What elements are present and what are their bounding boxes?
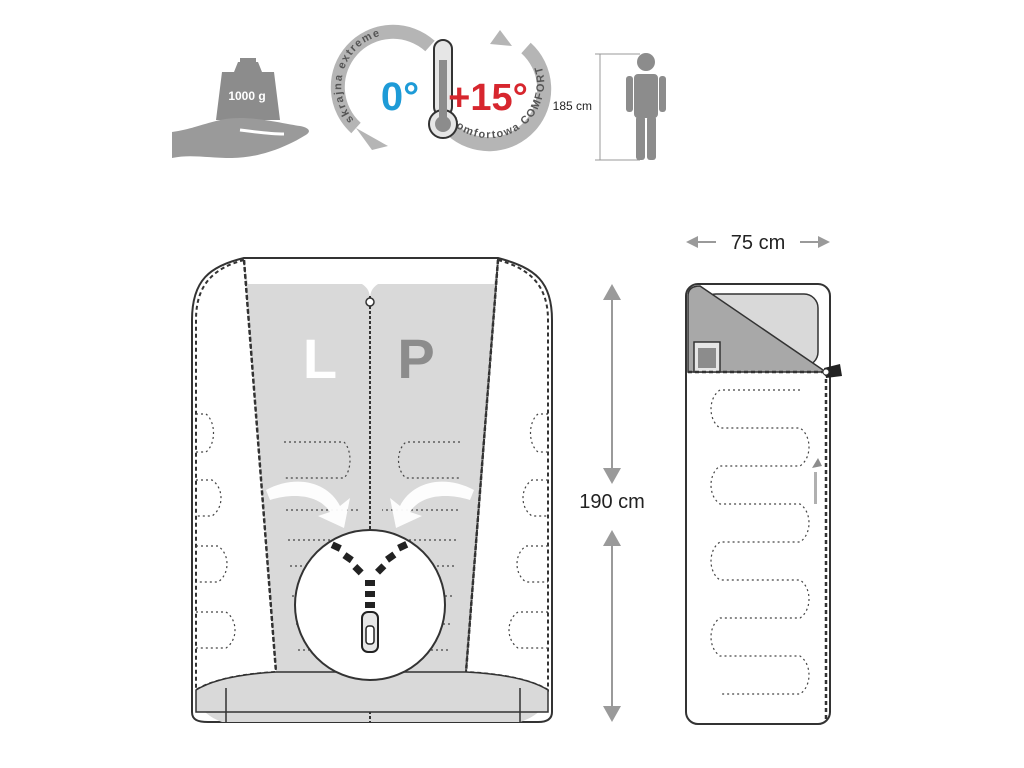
letter-left: L xyxy=(303,327,337,390)
height-label: 185 cm xyxy=(553,99,592,113)
closed-bag-outline xyxy=(685,283,831,725)
width-dimension: 75 cm xyxy=(686,232,830,254)
comfort-arc-arrow xyxy=(447,42,552,152)
join-arrow-right xyxy=(390,481,474,528)
thermometer-icon xyxy=(428,39,458,139)
weight-on-hand-icon: 1000 g xyxy=(172,58,309,158)
zip-tab xyxy=(824,364,842,378)
temperature-rating: skrajna extreme komfortowa COMFORT 0° +1… xyxy=(330,24,552,152)
length-label: 190 cm xyxy=(579,491,645,513)
letter-right: P xyxy=(397,327,434,390)
zipper-pull-icon xyxy=(361,611,379,653)
height-indicator: 185 cm xyxy=(553,53,666,161)
length-dimension: 190 cm xyxy=(579,284,645,722)
weight-handle xyxy=(240,58,256,66)
width-label: 75 cm xyxy=(731,232,785,254)
weight-label: 1000 g xyxy=(228,89,265,103)
closed-bag-diagram xyxy=(685,283,842,725)
extreme-value: 0° xyxy=(381,75,419,119)
top-flap xyxy=(687,285,829,373)
brand-logo-icon xyxy=(812,458,822,504)
open-bag-diagram: L P xyxy=(191,257,553,723)
comfort-value: +15° xyxy=(448,77,528,119)
join-arrow-left xyxy=(266,481,350,528)
extreme-arc-arrow xyxy=(330,24,435,134)
hand-shape xyxy=(172,118,309,158)
zipper-detail xyxy=(294,529,446,681)
foot-fold xyxy=(195,671,549,713)
closed-bag-quilting xyxy=(710,389,810,695)
weight-block xyxy=(216,62,280,120)
person-icon xyxy=(626,53,666,160)
